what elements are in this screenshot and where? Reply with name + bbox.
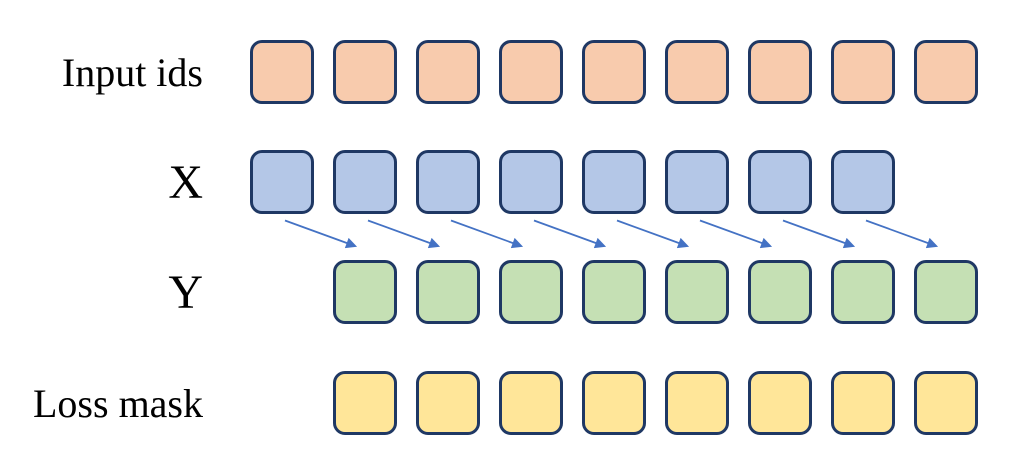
label-y-text: Y: [168, 266, 203, 319]
input-ids-square-4: [499, 40, 563, 104]
input-ids-square-5: [582, 40, 646, 104]
x-square-2: [333, 150, 397, 214]
loss-mask-square-6: [748, 371, 812, 435]
loss-mask-square-8: [914, 371, 978, 435]
x-to-y-arrow-5: [616, 219, 690, 249]
row-y-squares: [333, 260, 978, 324]
x-square-6: [665, 150, 729, 214]
loss-mask-square-7: [831, 371, 895, 435]
row-x-squares: [250, 150, 895, 214]
y-square-2: [416, 260, 480, 324]
y-square-6: [748, 260, 812, 324]
label-x: X: [0, 150, 203, 215]
label-input-ids: Input ids: [0, 40, 203, 105]
x-square-3: [416, 150, 480, 214]
input-ids-square-6: [665, 40, 729, 104]
input-ids-square-9: [914, 40, 978, 104]
loss-mask-square-5: [665, 371, 729, 435]
y-square-3: [499, 260, 563, 324]
x-to-y-arrow-3: [450, 219, 524, 249]
row-loss-mask-squares: [333, 371, 978, 435]
x-to-y-arrow-7: [782, 219, 856, 249]
input-ids-square-7: [748, 40, 812, 104]
row-input-ids-squares: [250, 40, 978, 104]
input-ids-square-2: [333, 40, 397, 104]
x-square-7: [748, 150, 812, 214]
y-square-5: [665, 260, 729, 324]
x-to-y-arrow-2: [367, 219, 441, 249]
y-square-7: [831, 260, 895, 324]
x-to-y-arrow-4: [533, 219, 607, 249]
y-square-1: [333, 260, 397, 324]
label-y: Y: [0, 260, 203, 325]
input-ids-square-8: [831, 40, 895, 104]
label-x-text: X: [168, 156, 203, 209]
x-to-y-arrow-1: [284, 219, 358, 249]
label-input-ids-text: Input ids: [61, 50, 203, 95]
label-loss-mask: Loss mask: [0, 371, 203, 436]
x-square-8: [831, 150, 895, 214]
loss-mask-square-2: [416, 371, 480, 435]
x-to-y-arrow-6: [699, 219, 773, 249]
x-square-4: [499, 150, 563, 214]
input-ids-square-3: [416, 40, 480, 104]
loss-mask-square-4: [582, 371, 646, 435]
x-square-1: [250, 150, 314, 214]
y-square-4: [582, 260, 646, 324]
loss-mask-square-1: [333, 371, 397, 435]
label-loss-mask-text: Loss mask: [33, 381, 203, 426]
x-square-5: [582, 150, 646, 214]
y-square-8: [914, 260, 978, 324]
loss-mask-square-3: [499, 371, 563, 435]
x-to-y-arrow-8: [865, 219, 939, 249]
input-ids-square-1: [250, 40, 314, 104]
